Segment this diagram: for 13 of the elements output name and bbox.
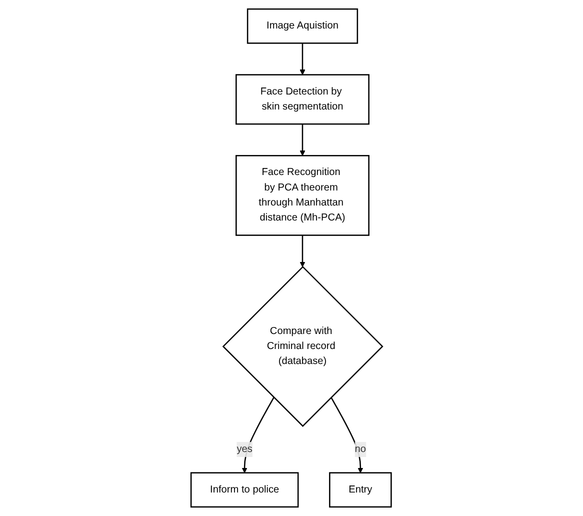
arrow [300, 124, 306, 156]
node-box: Inform to police [190, 472, 300, 508]
arrow [300, 235, 306, 268]
edge-label: no [355, 444, 366, 454]
arrow [330, 397, 364, 474]
node-box: Image Aquistion [247, 8, 358, 44]
node-box: Face Recognition by PCA theorem through Manhattan distance (Mh-PCA) [236, 155, 370, 236]
arrow [242, 397, 275, 474]
edge-label: yes [237, 444, 253, 454]
node-box: Face Detection by skin segmentation [236, 74, 370, 125]
arrow [300, 43, 306, 76]
node-box: Entry [329, 472, 392, 508]
node-diamond: Compare with Criminal record (database) [222, 266, 384, 427]
